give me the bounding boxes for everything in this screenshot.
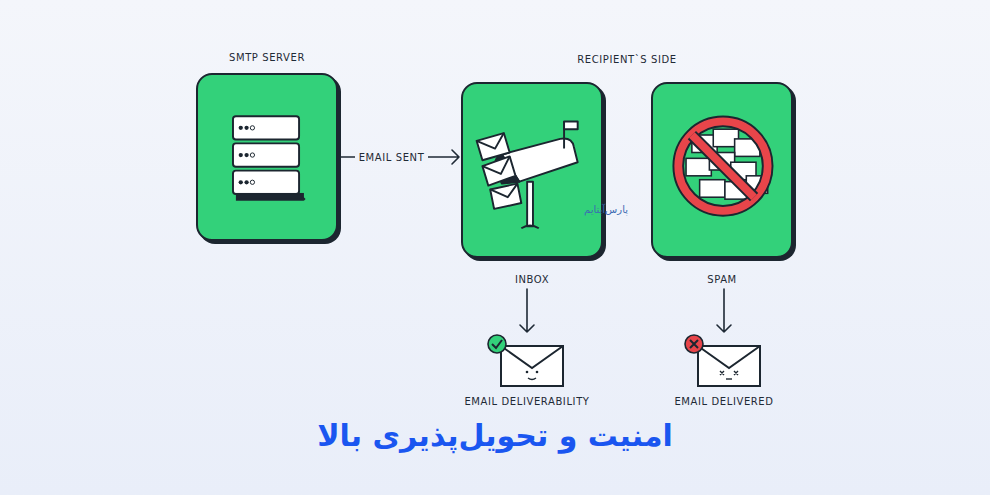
green-panel [651,82,793,258]
flow-arrow [520,289,534,332]
green-panel [196,73,338,241]
edge-label: EMAIL SENT [355,151,429,164]
flow-arrow [717,289,731,332]
happy-envelope [485,334,569,390]
mailbox-icon [463,84,601,256]
spam-forbidden-icon [653,84,791,256]
title: امنیت و تحویل‌پذیری بالا [0,418,990,453]
envelope-node: EMAIL DELIVERED [649,334,799,407]
sad-envelope [682,334,766,390]
result-label: EMAIL DELIVERABILITY [452,396,602,407]
group-heading: RECIPIENT`S SIDE [461,54,793,65]
panel-heading: SMTP SERVER [196,52,338,63]
mailbox-panel: SMTP SERVER [196,52,338,241]
flow-arrow [340,150,459,164]
panel-heading: SPAM [651,274,793,285]
result-label: EMAIL DELIVERED [649,396,799,407]
mailbox-panel: INBOX [461,82,603,285]
panel-heading: INBOX [461,274,603,285]
envelope-node: EMAIL DELIVERABILITY [452,334,602,407]
green-panel [461,82,603,258]
mailbox-panel: SPAM [651,82,793,285]
watermark: پارس‌آپتایم [572,204,640,215]
server-icon [198,75,336,239]
